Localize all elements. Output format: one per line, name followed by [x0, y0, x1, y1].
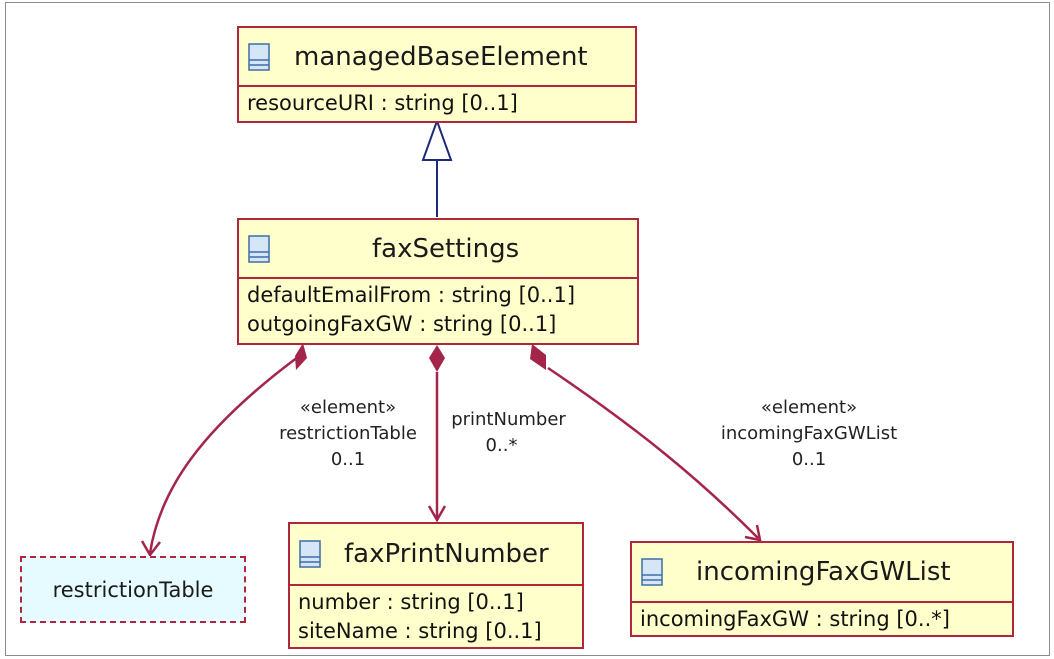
role-label: printNumber	[451, 409, 566, 430]
attribute: defaultEmailFrom : string [0..1]	[247, 283, 576, 307]
class-icon	[248, 234, 270, 263]
class-header: faxPrintNumber	[290, 524, 582, 586]
class-header: faxSettings	[239, 220, 637, 279]
label-print-number: printNumber 0..*	[436, 407, 581, 459]
association-restriction-table-line	[148, 355, 299, 554]
class-attributes: resourceURI : string [0..1]	[239, 87, 635, 120]
association-incoming-fax-gw-list-line	[547, 366, 759, 539]
multiplicity-label: 0..1	[791, 449, 827, 470]
class-icon	[299, 540, 321, 568]
class-attributes: number : string [0..1] siteName : string…	[290, 586, 582, 648]
stereotype-label: «element»	[760, 397, 858, 418]
class-attributes: defaultEmailFrom : string [0..1] outgoin…	[239, 279, 637, 341]
class-managed-base-element[interactable]: managedBaseElement resourceURI : string …	[237, 26, 637, 123]
external-name: restrictionTable	[52, 577, 214, 602]
arrowhead-incoming-fax-gw-list	[744, 524, 762, 542]
attribute: siteName : string [0..1]	[298, 619, 542, 643]
class-attributes: incomingFaxGW : string [0..*]	[632, 603, 1012, 636]
composition-diamond-incoming-fax-gw-list	[530, 344, 546, 370]
class-header: incomingFaxGWList	[632, 543, 1012, 603]
attribute: resourceURI : string [0..1]	[247, 91, 518, 115]
diagram-frame	[5, 2, 1050, 656]
attribute: outgoingFaxGW : string [0..1]	[247, 312, 557, 336]
class-icon	[248, 42, 270, 71]
stereotype-label: «element»	[299, 397, 397, 418]
composition-diamond-restriction-table	[295, 343, 307, 370]
role-label: incomingFaxGWList	[720, 423, 898, 444]
label-incoming-fax-gw-list: «element» incomingFaxGWList 0..1	[692, 395, 926, 473]
attribute: number : string [0..1]	[298, 590, 524, 614]
class-name: faxSettings	[372, 233, 520, 264]
class-name: managedBaseElement	[294, 41, 588, 72]
class-icon	[641, 558, 663, 586]
composition-diamond-print-number	[429, 345, 445, 372]
class-header: managedBaseElement	[239, 28, 635, 87]
class-fax-settings[interactable]: faxSettings defaultEmailFrom : string [0…	[237, 218, 639, 345]
class-name: incomingFaxGWList	[696, 557, 951, 587]
multiplicity-label: 0..*	[485, 435, 518, 456]
generalization-arrowhead	[421, 118, 453, 161]
attribute: incomingFaxGW : string [0..*]	[640, 607, 950, 631]
arrowhead-restriction-table	[140, 540, 161, 558]
class-incoming-fax-gw-list[interactable]: incomingFaxGWList incomingFaxGW : string…	[630, 541, 1014, 637]
class-name: faxPrintNumber	[344, 539, 549, 569]
arrowhead-print-number	[427, 505, 447, 523]
label-restriction-table: «element» restrictionTable 0..1	[258, 395, 438, 473]
role-label: restrictionTable	[279, 423, 417, 444]
external-restriction-table[interactable]: restrictionTable	[20, 556, 246, 623]
class-fax-print-number[interactable]: faxPrintNumber number : string [0..1] si…	[288, 522, 584, 649]
multiplicity-label: 0..1	[330, 449, 366, 470]
